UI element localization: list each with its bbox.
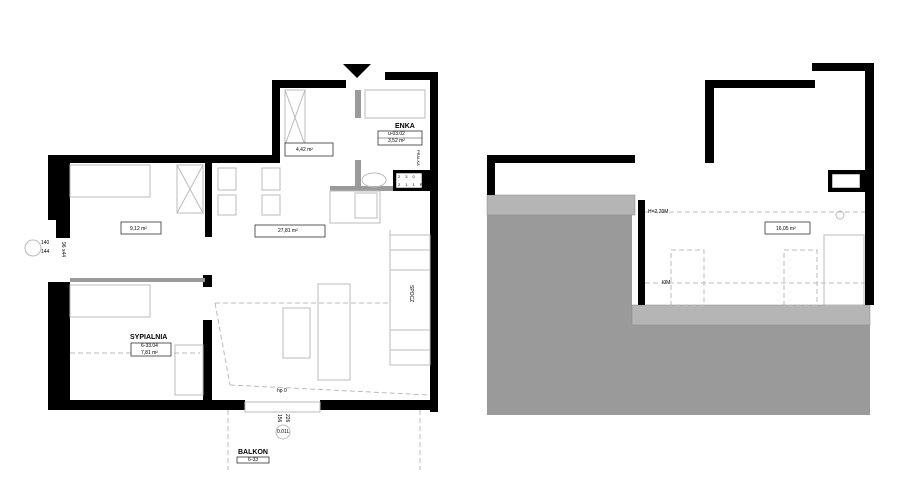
height-label: H=2,20M <box>648 209 669 215</box>
meter-cell: 0 <box>412 174 415 179</box>
level-label: 0.01L <box>277 429 290 435</box>
stairs-label: SPOCZ <box>408 285 414 303</box>
bedroom-name: SYPIALNIA <box>130 334 168 341</box>
meter-cell: 1 <box>405 182 408 187</box>
entrance-marker-icon <box>343 64 371 78</box>
bedroom-area: 7,81 m² <box>141 350 158 356</box>
meter-cell: 1 <box>412 182 415 187</box>
meter-cell: PK <box>419 182 426 187</box>
window-label-c: 96 x44 <box>60 242 66 258</box>
attic-area: 16,05 m² <box>776 226 796 232</box>
living-area: 27,81 m² <box>278 228 298 234</box>
bathroom-area: 3,52 m² <box>388 138 405 144</box>
pralka-label: PRALKA <box>416 150 421 166</box>
left-unit <box>24 64 438 470</box>
door-label-a: 156 <box>276 414 282 423</box>
door-label-b: 226 <box>284 414 290 423</box>
hp-label: hp 0 <box>277 388 287 394</box>
hall-area: 4,42 m² <box>296 147 313 153</box>
bathroom-name: ENKA <box>395 123 415 130</box>
meter-cell: 2 <box>398 182 401 187</box>
meter-cell: 2 <box>398 174 401 179</box>
balcony-code: 6-33 <box>248 457 259 463</box>
low-height-label: I0M <box>662 280 671 286</box>
window-label-a: 140 <box>41 240 50 246</box>
bedroom-code: 6-33.04 <box>141 343 158 349</box>
bathroom-code: u-03.02 <box>388 131 405 137</box>
meter-cell: 3 <box>405 174 408 179</box>
room-area: 9,12 m² <box>130 226 147 232</box>
balcony-name: BALKON <box>238 449 268 456</box>
window-label-b: 144 <box>41 249 50 255</box>
